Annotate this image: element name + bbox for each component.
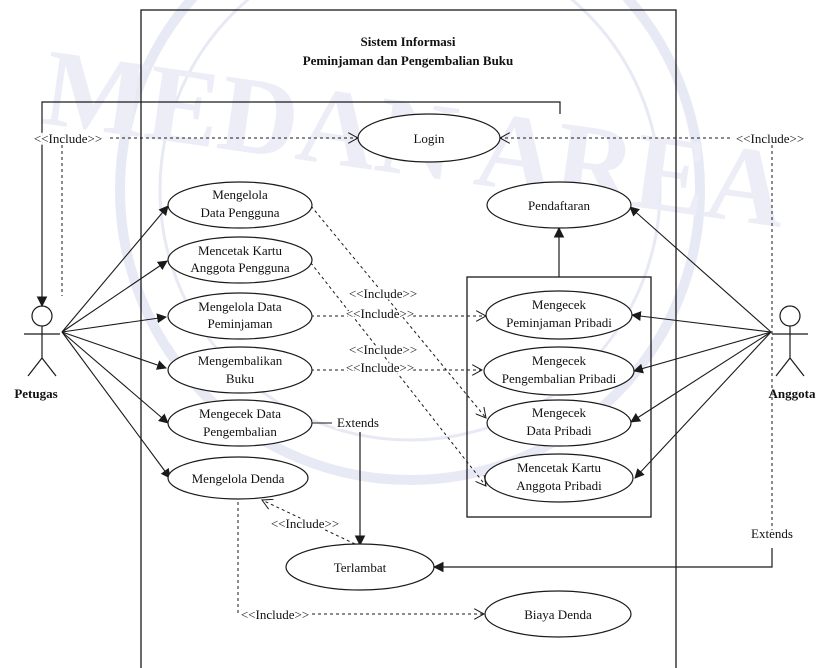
label-line2: Buku: [226, 371, 255, 386]
usecase-mengecek-pengembalian-pribadi: Mengecek Pengembalian Pribadi: [483, 346, 635, 396]
include-denda-biaya: [237, 496, 484, 614]
system-title-line1: Sistem Informasi: [361, 34, 456, 49]
label-line1: Mengelola Data: [198, 299, 282, 314]
label-line1: Mencetak Kartu: [517, 460, 602, 475]
label-line1: Mencetak Kartu: [198, 243, 283, 258]
system-boundary: [140, 9, 677, 668]
label-line1: Mengelola Denda: [192, 471, 285, 486]
label-line1: Biaya Denda: [524, 607, 592, 622]
label-line2: Pengembalian Pribadi: [502, 371, 617, 386]
usecase-mengecek-data-pribadi: Mengecek Data Pribadi: [486, 399, 632, 447]
usecase-mengelola-data-peminjaman: Mengelola Data Peminjaman: [167, 292, 313, 340]
label-line2: Pengembalian: [203, 424, 277, 439]
extends-label-pengembalian: Extends: [337, 415, 379, 430]
actor-anggota: [772, 305, 808, 377]
include-label-peminjaman-1: <<Include>>: [349, 286, 417, 301]
anggota-associations: [629, 206, 772, 479]
label-line2: Data Pengguna: [200, 205, 279, 220]
include-label-peminjaman-2: <<Include>>: [346, 306, 414, 321]
include-label-login-right: <<Include>>: [736, 131, 804, 146]
actor-petugas-label: Petugas: [14, 386, 57, 401]
include-label-pengembalian-1: <<Include>>: [349, 342, 417, 357]
petugas-login-connector: [36, 101, 561, 308]
label-line1: Mengecek: [532, 353, 587, 368]
petugas-associations: [61, 205, 171, 479]
cross-include-lines: [306, 205, 486, 486]
label-line1: Mengelola: [212, 187, 268, 202]
extends-anggota-terlambat: [432, 548, 773, 573]
actor-petugas: [24, 305, 60, 377]
system-title-line2: Peminjaman dan Pengembalian Buku: [303, 53, 514, 68]
usecase-mencetak-kartu-anggota-pengguna: Mencetak Kartu Anggota Pengguna: [167, 236, 313, 284]
extends-label-anggota: Extends: [751, 526, 793, 541]
label-line2: Anggota Pribadi: [516, 478, 602, 493]
label-line2: Peminjaman Pribadi: [506, 315, 612, 330]
label-line1: Mengembalikan: [198, 353, 283, 368]
include-terlambat-denda: [262, 500, 356, 545]
usecase-mengelola-denda: Mengelola Denda: [167, 456, 309, 500]
label-line1: Mengecek: [532, 405, 587, 420]
include-label-terlambat-denda: <<Include>>: [271, 516, 339, 531]
label-line1: Terlambat: [334, 560, 387, 575]
label-line2: Peminjaman: [208, 316, 273, 331]
usecase-pendaftaran-label: Pendaftaran: [528, 198, 591, 213]
usecase-login: Login: [357, 113, 501, 163]
label-line1: Mengecek: [532, 297, 587, 312]
label-line2: Data Pribadi: [526, 423, 592, 438]
usecase-login-label: Login: [413, 131, 445, 146]
usecase-biaya-denda: Biaya Denda: [484, 590, 632, 638]
usecase-mengelola-data-pengguna: Mengelola Data Pengguna: [167, 181, 313, 229]
login-include-lines: [61, 138, 773, 540]
usecase-mencetak-kartu-anggota-pribadi: Mencetak Kartu Anggota Pribadi: [484, 453, 634, 503]
usecase-mengembalikan-buku: Mengembalikan Buku: [167, 346, 313, 394]
label-line1: Mengecek Data: [199, 406, 281, 421]
usecase-pendaftaran: Pendaftaran: [486, 181, 632, 229]
usecase-terlambat: Terlambat: [285, 543, 435, 591]
include-label-pengembalian-2: <<Include>>: [346, 360, 414, 375]
include-label-biaya-denda: <<Include>>: [241, 607, 309, 622]
usecase-mengecek-peminjaman-pribadi: Mengecek Peminjaman Pribadi: [485, 290, 633, 340]
label-line2: Anggota Pengguna: [190, 260, 290, 275]
include-label-login-left: <<Include>>: [34, 131, 102, 146]
usecase-mengecek-data-pengembalian: Mengecek Data Pengembalian: [167, 399, 313, 447]
actor-anggota-label: Anggota: [769, 386, 816, 401]
